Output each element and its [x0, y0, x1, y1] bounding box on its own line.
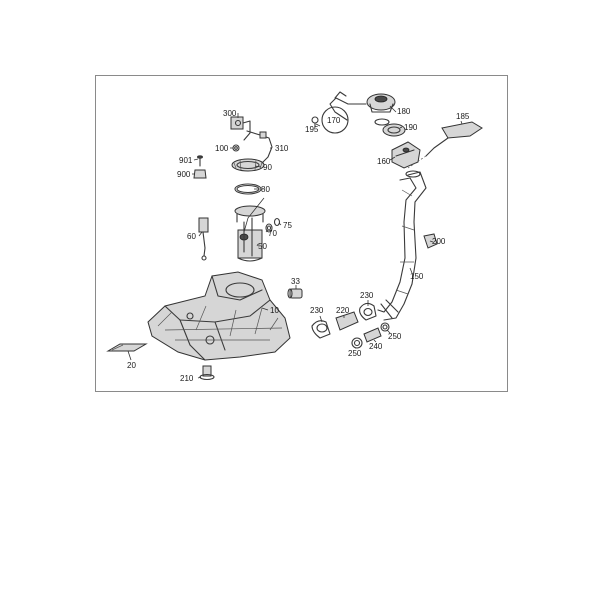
leader-lines	[127, 105, 463, 379]
filler-neck-150[interactable]	[377, 170, 427, 321]
callout-180[interactable]: 180	[397, 107, 411, 116]
callout-100[interactable]: 100	[215, 144, 229, 153]
callout-90[interactable]: 90	[263, 163, 272, 172]
callout-901[interactable]: 901	[179, 156, 193, 165]
wiring-harness-310[interactable]	[246, 130, 273, 164]
connector-75[interactable]	[273, 217, 281, 227]
fuel-pump-module[interactable]	[234, 205, 266, 262]
callout-310[interactable]: 310	[275, 144, 289, 153]
callout-80[interactable]: 80	[261, 185, 270, 194]
callout-labels: 300 310 100 90 901 900 80 75 70 60 50 10…	[127, 107, 470, 383]
callout-50[interactable]: 50	[258, 242, 267, 251]
callout-160[interactable]: 160	[377, 157, 391, 166]
callout-900[interactable]: 900	[177, 170, 191, 179]
filler-housing-160[interactable]	[391, 141, 421, 169]
screw-901[interactable]	[197, 155, 203, 167]
callout-200[interactable]: 200	[432, 237, 446, 246]
bracket-900[interactable]	[193, 169, 207, 179]
callout-170[interactable]: 170	[327, 116, 341, 125]
fuel-tank[interactable]	[147, 271, 291, 361]
callout-250-left[interactable]: 250	[348, 349, 362, 358]
callout-250-right[interactable]: 250	[388, 332, 402, 341]
hose-clamp-230-right[interactable]	[359, 302, 377, 321]
callout-300[interactable]: 300	[223, 109, 237, 118]
tether-cable-170[interactable]	[321, 91, 367, 134]
callout-190[interactable]: 190	[404, 123, 418, 132]
callout-20[interactable]: 20	[127, 361, 136, 370]
union-nut-90[interactable]	[231, 158, 265, 172]
callout-75[interactable]: 75	[283, 221, 292, 230]
fuel-level-sender[interactable]	[198, 217, 209, 261]
hose-220[interactable]	[335, 311, 359, 331]
hose-33[interactable]	[287, 288, 303, 299]
connector-70[interactable]	[265, 223, 273, 233]
callout-10[interactable]: 10	[270, 306, 279, 315]
callout-185[interactable]: 185	[456, 112, 470, 121]
callout-33[interactable]: 33	[291, 277, 300, 286]
fuel-cap-180[interactable]	[366, 93, 396, 113]
clamp-250-right[interactable]	[380, 322, 390, 332]
vent-line-185[interactable]	[407, 121, 483, 169]
seal-ring-190[interactable]	[382, 123, 406, 137]
callout-220[interactable]: 220	[336, 306, 350, 315]
clamp-250-left[interactable]	[351, 337, 363, 349]
callout-210[interactable]: 210	[180, 374, 194, 383]
gasket-195[interactable]	[311, 116, 319, 128]
callout-230-right[interactable]: 230	[360, 291, 374, 300]
protective-plate-20[interactable]	[106, 343, 148, 352]
drain-plug-210[interactable]	[199, 365, 215, 381]
callout-150[interactable]: 150	[410, 272, 424, 281]
callout-70[interactable]: 70	[268, 229, 277, 238]
ring-seal[interactable]	[374, 118, 390, 126]
hose-240[interactable]	[363, 327, 382, 343]
hose-clamp-230-left[interactable]	[311, 320, 331, 339]
wiring-harness-300[interactable]	[230, 116, 251, 141]
callout-60[interactable]: 60	[187, 232, 196, 241]
cable-clip-100[interactable]	[232, 144, 240, 152]
callout-195[interactable]: 195	[305, 125, 319, 134]
callout-240[interactable]: 240	[369, 342, 383, 351]
callout-230-left[interactable]: 230	[310, 306, 324, 315]
